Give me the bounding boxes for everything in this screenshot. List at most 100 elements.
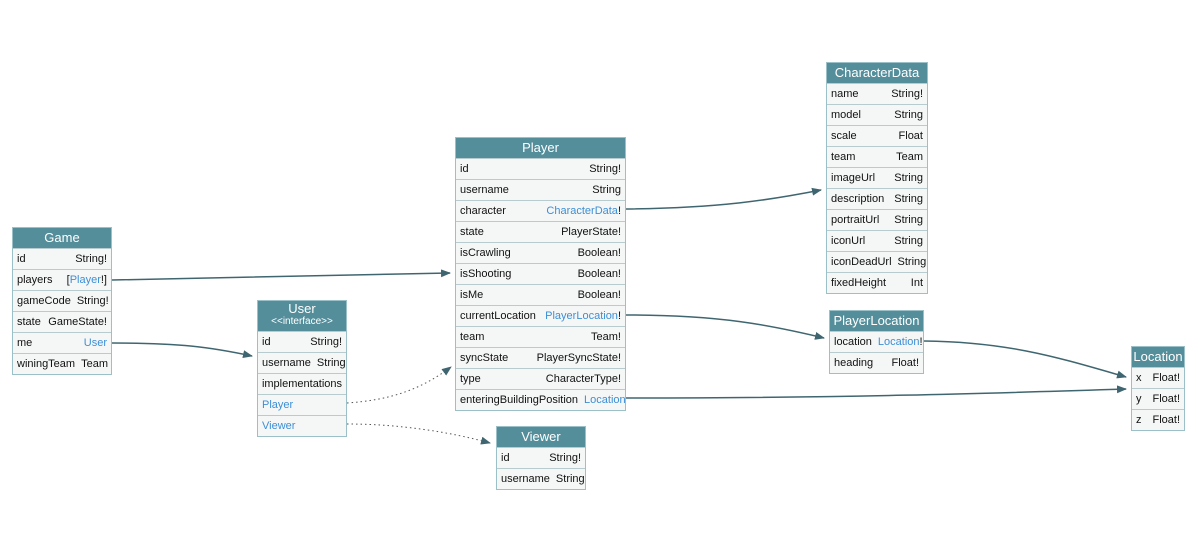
implementation-row[interactable]: Viewer [258,415,346,436]
field-name: portraitUrl [831,214,880,226]
field-row[interactable]: gameCode String! [13,290,111,311]
field-type: String! [310,336,342,348]
field-name: currentLocation [460,310,536,322]
type-link[interactable]: CharacterData [546,205,618,217]
field-row[interactable]: state GameState! [13,311,111,332]
type-header[interactable]: Game [13,228,111,248]
edge-user-player-impl[interactable] [346,366,452,404]
field-type[interactable]: PlayerLocation! [545,306,621,326]
field-name: team [831,151,856,163]
edge-player-enteringbuilding-to-location[interactable] [625,385,1127,399]
implementation-row[interactable]: Player [258,394,346,415]
type-link[interactable]: Location [877,336,920,348]
field-type: Float! [1152,372,1180,384]
field-row[interactable]: players[Player!] [13,269,111,290]
type-header[interactable]: Viewer [497,427,585,447]
field-type: String [894,109,923,121]
edge-user-viewer-impl[interactable] [346,423,491,445]
field-type: String [894,172,923,184]
field-name: state [460,226,484,238]
type-link[interactable]: Location [584,394,626,406]
field-name: iconDeadUrl [831,256,892,268]
field-row[interactable]: model String [827,104,927,125]
field-type[interactable]: User [84,333,107,353]
type-name: Player [522,140,559,155]
implementation-link[interactable]: Player [262,399,294,411]
field-row[interactable]: id String! [258,331,346,352]
edge-playerlocation-location-to-location[interactable] [923,340,1127,379]
field-type: GameState! [48,316,107,328]
field-type: Boolean! [577,289,621,301]
field-name: model [831,109,861,121]
type-link[interactable]: Player [69,274,101,286]
field-name: state [17,316,41,328]
type-header[interactable]: Player [456,138,625,158]
field-type: Float! [891,357,919,369]
type-header[interactable]: Location [1132,347,1184,367]
field-name: id [262,336,271,348]
field-row[interactable]: currentLocation PlayerLocation! [456,305,625,326]
field-type[interactable]: Location! [878,332,923,352]
field-type: String [894,235,923,247]
field-type: String! [891,88,923,100]
field-name: id [460,163,469,175]
type-header[interactable]: CharacterData [827,63,927,83]
field-type[interactable]: [Player!] [67,270,107,290]
edge-game-players-to-player[interactable] [111,269,451,281]
edge-player-character-to-characterdata[interactable] [625,187,822,210]
edge-game-me-to-user[interactable] [111,342,253,359]
type-header[interactable]: PlayerLocation [830,311,923,331]
field-type: Team! [591,331,621,343]
edge-player-currentlocation-to-playerlocation[interactable] [625,314,825,340]
field-name: gameCode [17,295,71,307]
field-type: String! [76,295,109,307]
type-link[interactable]: PlayerLocation [545,310,618,322]
field-type[interactable]: Location [584,390,626,410]
field-type[interactable]: CharacterData! [546,201,621,221]
field-type: Boolean! [577,268,621,280]
field-type: String [555,473,585,485]
type-prefix: [ [66,274,70,286]
implementation-link[interactable]: Viewer [262,420,296,432]
type-header[interactable]: User<<interface>> [258,301,346,331]
type-link[interactable]: User [83,337,107,349]
